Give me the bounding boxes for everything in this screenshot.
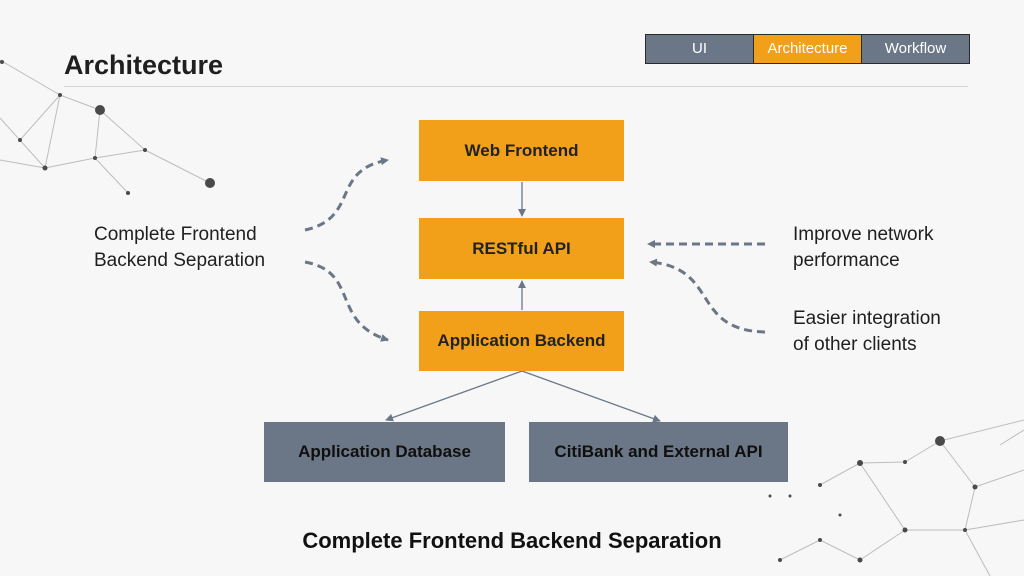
note-right-integration-line-1: Easier integration	[793, 308, 941, 329]
page-title: Architecture	[64, 50, 224, 80]
arrow-backend-to-database	[385, 370, 523, 422]
tab-workflow[interactable]: Workflow	[862, 35, 969, 63]
note-right-network: Improve network performance	[793, 222, 933, 274]
dashed-arrow-to-backend	[304, 260, 389, 342]
dashed-arrow-to-api-from-clients	[649, 258, 766, 334]
title-divider	[64, 86, 968, 87]
node-application-backend: Application Backend	[419, 311, 624, 371]
note-left: Complete Frontend Backend Separation	[94, 222, 265, 274]
note-right-integration-line-2: of other clients	[793, 334, 917, 355]
dashed-arrow-to-frontend	[304, 157, 389, 232]
note-left-line-1: Complete Frontend	[94, 224, 257, 245]
note-right-integration: Easier integration of other clients	[793, 306, 941, 358]
node-application-database: Application Database	[264, 422, 505, 482]
note-right-network-line-1: Improve network	[793, 224, 934, 245]
note-left-line-2: Backend Separation	[94, 250, 266, 271]
tab-architecture[interactable]: Architecture	[754, 35, 862, 63]
node-citibank-external-api: CitiBank and External API	[529, 422, 788, 482]
section-tabs: UI Architecture Workflow	[645, 34, 970, 64]
diagram-caption: Complete Frontend Backend Separation	[302, 528, 722, 553]
node-web-frontend: Web Frontend	[419, 120, 624, 181]
arrow-backend-to-external-api	[521, 370, 661, 423]
note-right-network-line-2: performance	[793, 250, 900, 271]
tab-ui[interactable]: UI	[646, 35, 754, 63]
node-restful-api: RESTful API	[419, 218, 624, 279]
